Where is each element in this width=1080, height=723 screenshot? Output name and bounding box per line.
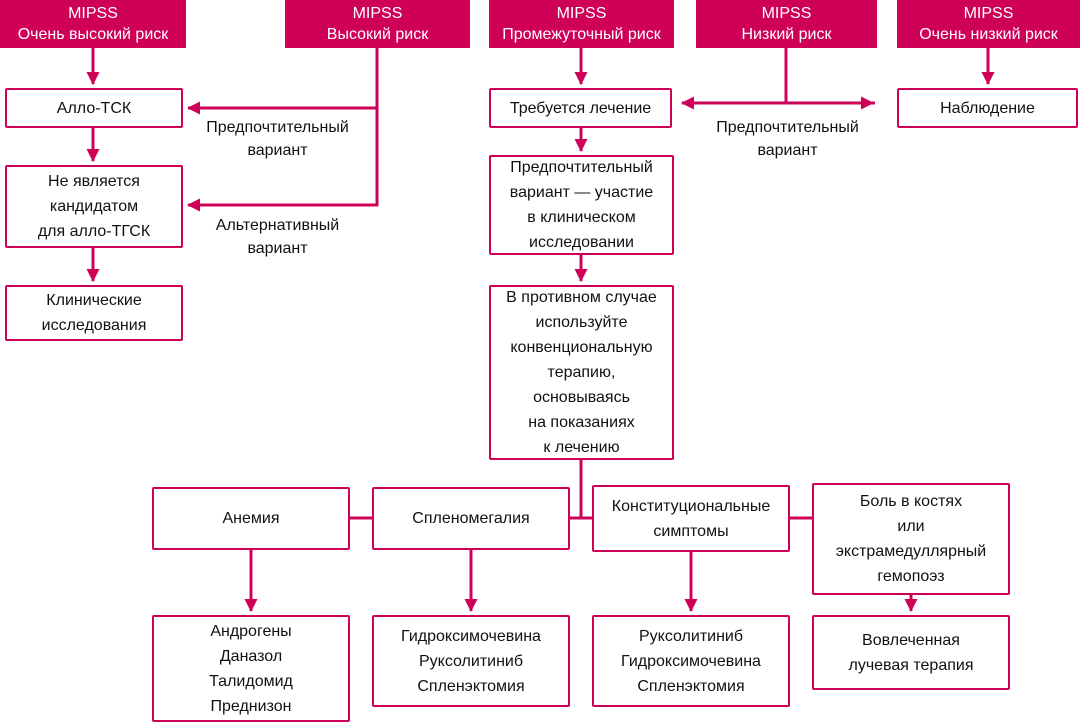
- box-radiation-therapy: Вовлеченная лучевая терапия: [812, 615, 1010, 690]
- box-anemia: Анемия: [152, 487, 350, 550]
- box-constitutional-symptoms: Конституциональные симптомы: [592, 485, 790, 552]
- label-alternative-option-left: Альтернативный вариант: [215, 217, 340, 257]
- box-constitutional-therapy: Руксолитиниб Гидроксимочевина Спленэктом…: [592, 615, 790, 707]
- header-mipss-low-risk: MIPSS Низкий риск: [696, 0, 877, 48]
- label-preferred-option-right: Предпочтительный вариант: [716, 119, 859, 159]
- header-mipss-intermediate-risk: MIPSS Промежуточный риск: [489, 0, 674, 48]
- box-treatment-required: Требуется лечение: [489, 88, 672, 128]
- box-anemia-therapy: Андрогены Даназол Талидомид Преднизон: [152, 615, 350, 722]
- box-not-candidate: Не является кандидатом для алло-ТГСК: [5, 165, 183, 248]
- box-clinical-trials: Клинические исследования: [5, 285, 183, 341]
- header-mipss-high-risk: MIPSS Высокий риск: [285, 0, 470, 48]
- box-allo-tsk: Алло-ТСК: [5, 88, 183, 128]
- box-splenomegaly-therapy: Гидроксимочевина Руксолитиниб Спленэктом…: [372, 615, 570, 707]
- box-observation: Наблюдение: [897, 88, 1078, 128]
- box-conventional-therapy: В противном случае используйте конвенцио…: [489, 285, 674, 460]
- header-mipss-very-low-risk: MIPSS Очень низкий риск: [897, 0, 1080, 48]
- header-mipss-very-high-risk: MIPSS Очень высокий риск: [0, 0, 186, 48]
- box-bone-pain: Боль в костях или экстрамедуллярный гемо…: [812, 483, 1010, 595]
- arrow-highrisk-alternative: [187, 48, 379, 212]
- label-preferred-option-left: Предпочтительный вариант: [206, 119, 349, 159]
- box-preferred-trial: Предпочтительный вариант — участие в кли…: [489, 155, 674, 255]
- box-splenomegaly: Спленомегалия: [372, 487, 570, 550]
